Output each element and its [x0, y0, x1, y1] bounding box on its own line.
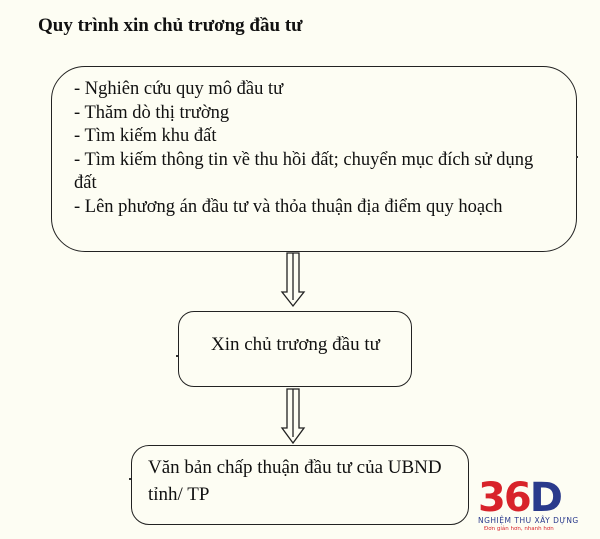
edge-tick: [129, 478, 131, 480]
brand-logo: 36D NGHIỆM THU XÂY DỰNG Đơn giản hơn, nh…: [478, 478, 598, 538]
diagram-title: Quy trình xin chủ trương đầu tư: [38, 15, 303, 36]
research-steps-list: - Nghiên cứu quy mô đầu tư - Thăm dò thị…: [74, 78, 544, 219]
logo-subtitle: NGHIỆM THU XÂY DỰNG: [478, 516, 579, 525]
list-item: - Nghiên cứu quy mô đầu tư: [74, 79, 284, 99]
edge-tick: [576, 156, 578, 158]
logo-tagline: Đơn giản hơn, nhanh hơn: [484, 526, 554, 532]
edge-tick: [176, 355, 178, 357]
list-item: - Tìm kiếm thông tin về thu hồi đất; chu…: [74, 149, 534, 194]
list-item: - Lên phương án đầu tư và thỏa thuận địa…: [74, 196, 503, 217]
step-box-research: - Nghiên cứu quy mô đầu tư - Thăm dò thị…: [51, 66, 577, 252]
list-item: - Tìm kiếm khu đất: [74, 126, 217, 146]
step-box-request-policy: Xin chủ trương đầu tư: [178, 311, 412, 387]
step-label: Xin chủ trương đầu tư: [211, 334, 380, 355]
step-label: Văn bản chấp thuận đầu tư của UBND tỉnh/…: [148, 457, 442, 505]
list-item: - Thăm dò thị trường: [74, 102, 230, 123]
logo-mark: 36D: [478, 475, 563, 521]
step-box-approval: Văn bản chấp thuận đầu tư của UBND tỉnh/…: [131, 445, 469, 525]
